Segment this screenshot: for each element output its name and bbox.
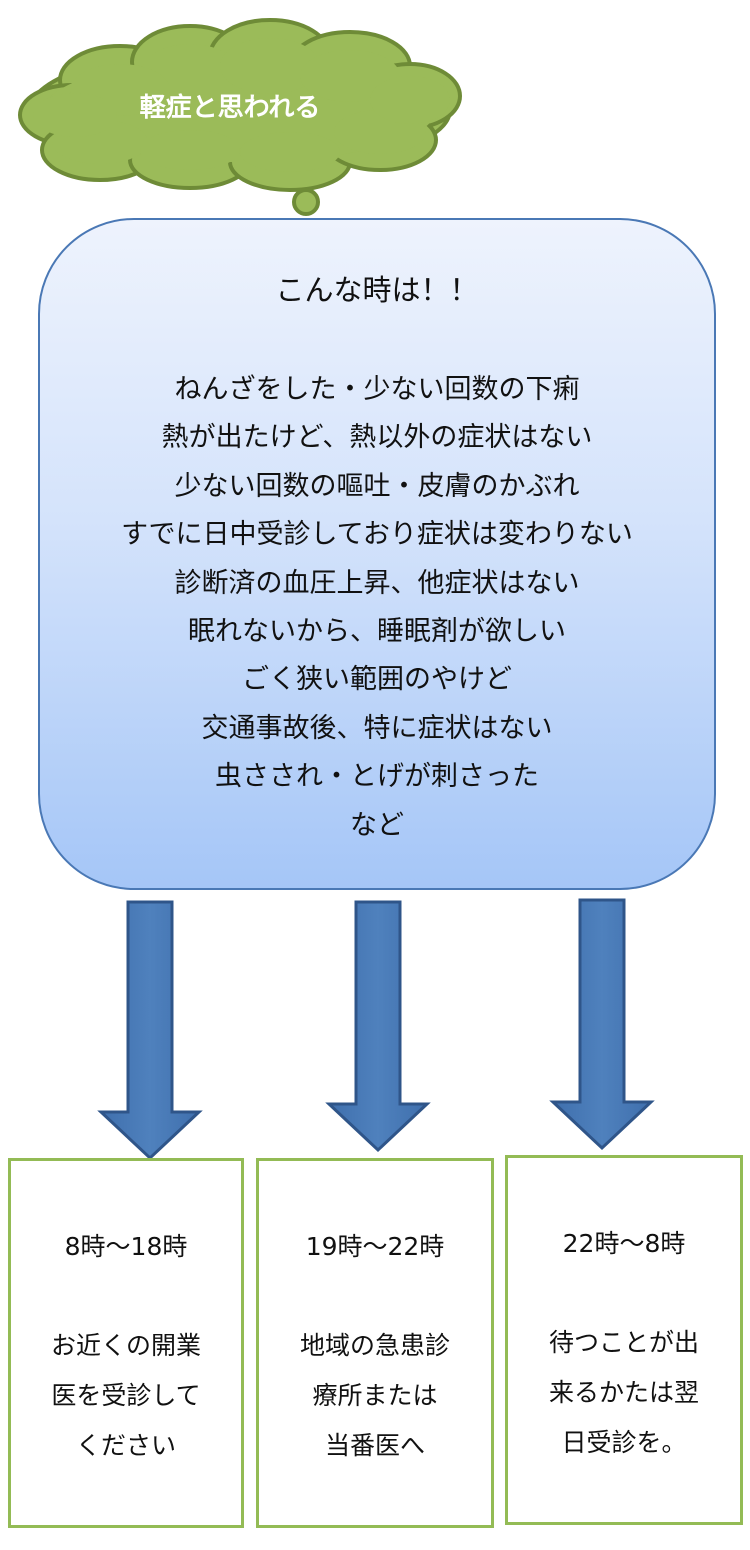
condition-item: など (350, 809, 404, 841)
advice-line: 医を受診して (51, 1381, 201, 1410)
advice-line: 当番医へ (324, 1431, 425, 1460)
condition-item: ごく狭い範囲のやけど (242, 664, 512, 696)
timeslot-box-daytime: 8時～18時 お近くの開業 医を受診して ください (8, 1158, 244, 1528)
timeslot-advice: お近くの開業 医を受診して ください (11, 1321, 241, 1471)
advice-line: お近くの開業 (50, 1331, 201, 1360)
advice-line: 地域の急患診 (299, 1331, 450, 1360)
thought-dot-large (292, 188, 320, 216)
advice-line: 療所または (312, 1381, 438, 1410)
advice-line: 待つことが出 (548, 1328, 699, 1357)
timeslot-box-night: 22時～8時 待つことが出 来るかたは翌 日受診を。 (505, 1155, 743, 1525)
advice-line: 来るかたは翌 (548, 1378, 699, 1407)
condition-item: 交通事故後、特に症状はない (201, 712, 553, 744)
condition-item: すでに日中受診しており症状は変わりない (121, 519, 633, 551)
arrows-layer (97, 898, 655, 1161)
timeslot-label: 8時～18時 (64, 1232, 188, 1261)
condition-item: 診断済の血圧上昇、他症状はない (174, 567, 580, 599)
timeslot-advice: 地域の急患診 療所または 当番医へ (259, 1321, 491, 1471)
down-arrow-1 (97, 900, 203, 1161)
advice-line: 日受診を。 (561, 1428, 687, 1457)
advice-line: ください (75, 1431, 176, 1460)
condition-item: 虫さされ・とげが刺さった (215, 761, 539, 793)
thought-cloud (18, 18, 462, 252)
condition-item: 熱が出たけど、熱以外の症状はない (161, 422, 593, 454)
down-arrow-2 (325, 900, 431, 1153)
conditions-list: ねんざをした・少ない回数の下痢 熱が出たけど、熱以外の症状はない 少ない回数の嘔… (40, 366, 714, 850)
cloud-label: 軽症と思われる (139, 93, 321, 123)
timeslot-label: 19時～22時 (305, 1232, 445, 1261)
timeslot-label: 22時～8時 (562, 1229, 686, 1258)
timeslot-box-evening: 19時～22時 地域の急患診 療所または 当番医へ (256, 1158, 494, 1528)
condition-item: ねんざをした・少ない回数の下痢 (174, 374, 580, 405)
condition-item: 眠れないから、睡眠剤が欲しい (188, 616, 566, 648)
timeslot-advice: 待つことが出 来るかたは翌 日受診を。 (508, 1318, 740, 1468)
down-arrow-3 (549, 898, 655, 1151)
conditions-bubble: こんな時は！！ ねんざをした・少ない回数の下痢 熱が出たけど、熱以外の症状はない… (38, 218, 716, 890)
condition-item: 少ない回数の嘔吐・皮膚のかぶれ (174, 470, 580, 502)
bubble-heading: こんな時は！！ (275, 273, 479, 307)
